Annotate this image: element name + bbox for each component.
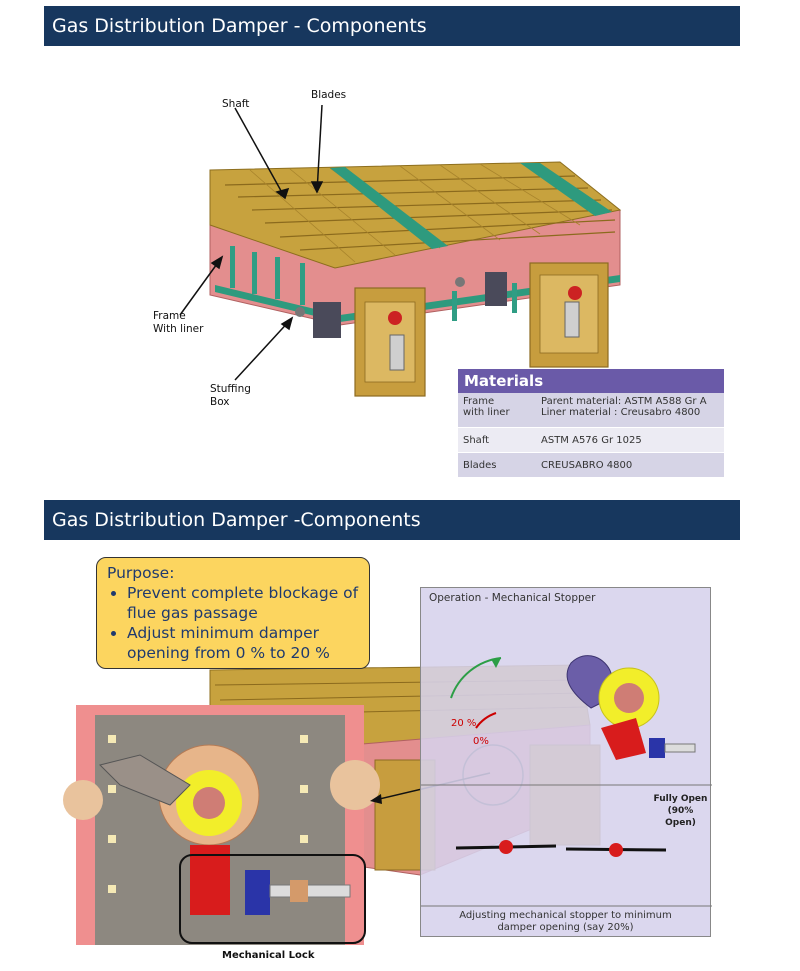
materials-table: Materials Frame with liner Parent materi… (458, 369, 724, 478)
materials-row: Frame with liner Parent material: ASTM A… (458, 393, 724, 428)
purpose-callout: Purpose: Prevent complete blockage of fl… (96, 557, 370, 669)
materials-value: Parent material: ASTM A588 Gr A Liner ma… (541, 396, 707, 418)
materials-value: CREUSABRO 4800 (541, 459, 633, 471)
materials-part: Frame with liner (463, 396, 510, 418)
stopper-0-label: 0% (473, 736, 489, 747)
materials-part: Shaft (463, 434, 490, 446)
slide2-title: Gas Distribution Damper -Components (52, 509, 421, 531)
slide2-title-banner: Gas Distribution Damper -Components (44, 500, 740, 540)
frame-label: Frame With liner (153, 310, 204, 335)
slide1-title: Gas Distribution Damper - Components (52, 15, 427, 37)
purpose-bullet: Adjust minimum damper opening from 0 % t… (127, 623, 359, 663)
slide1-title-banner: Gas Distribution Damper - Components (44, 6, 740, 46)
purpose-bullet: Prevent complete blockage of flue gas pa… (127, 583, 359, 623)
materials-part: Blades (463, 459, 497, 471)
stuffing-box-label: Stuffing Box (210, 383, 251, 408)
operation-panel: Operation - Mechanical Stopper 20 % 0% F… (420, 587, 712, 937)
purpose-heading: Purpose: (107, 564, 175, 582)
operation-caption: Adjusting mechanical stopper to minimum … (459, 910, 672, 933)
materials-row: Shaft ASTM A576 Gr 1025 (458, 428, 724, 453)
materials-value: ASTM A576 Gr 1025 (541, 434, 642, 446)
operation-state: Fully Open (90% Open) (653, 794, 708, 828)
damper-3d-illustration (179, 104, 622, 397)
stopper-diagram (421, 655, 712, 907)
shaft-label: Shaft (222, 98, 250, 110)
mechanical-lock-label: Mechanical Lock (222, 950, 315, 961)
materials-heading: Materials (458, 369, 724, 393)
materials-row: Blades CREUSABRO 4800 (458, 453, 724, 478)
operation-title: Operation - Mechanical Stopper (429, 592, 596, 604)
stopper-20-label: 20 % (451, 718, 477, 729)
blades-label: Blades (311, 89, 347, 101)
